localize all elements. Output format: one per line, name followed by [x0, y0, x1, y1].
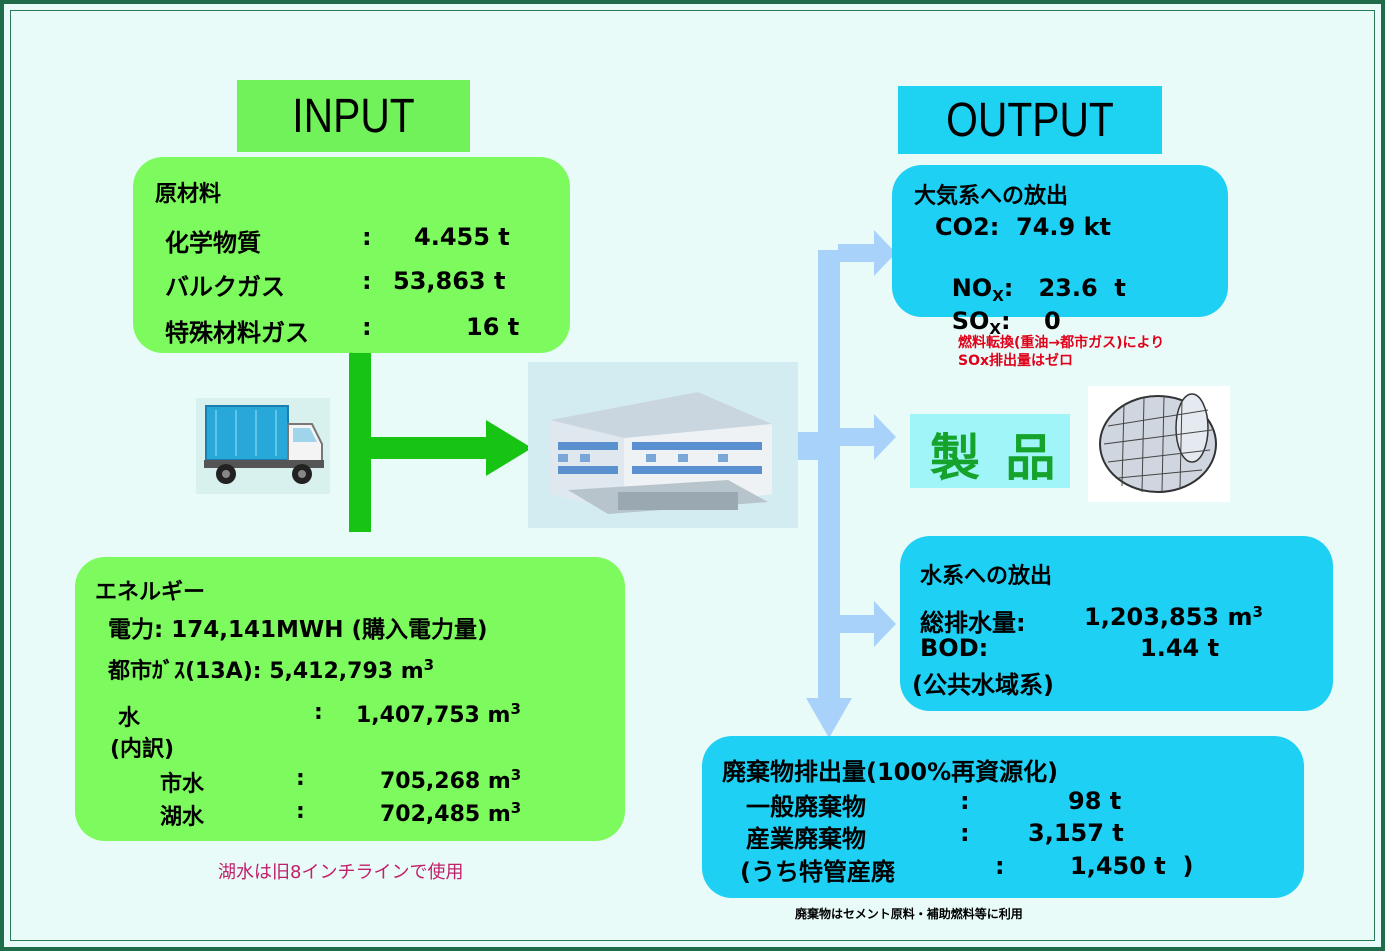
- input-title-box: INPUT: [237, 80, 470, 152]
- energy-electricity: 電力: 174,141MWH (購入電力量): [108, 617, 488, 643]
- air-note-line2: SOx排出量はゼロ: [958, 353, 1074, 369]
- waste-industrial-label: 産業廃棄物: [746, 825, 866, 853]
- raw-row-bulkgas-sep: :: [362, 267, 372, 295]
- wafer-cylinder-icon: [1088, 386, 1230, 502]
- air-sox-label: SO: [951, 307, 990, 335]
- blue-branch-water: [838, 615, 878, 633]
- output-title-box: OUTPUT: [898, 86, 1162, 154]
- blue-arrow-air: [874, 230, 896, 276]
- green-vertical-bar: [349, 350, 371, 532]
- output-title: OUTPUT: [946, 93, 1114, 147]
- water-bod-label: BOD:: [920, 634, 989, 662]
- water-drain-value: 1,203,853 m3: [1084, 603, 1263, 631]
- energy-lakewater-label: 湖水: [160, 805, 205, 830]
- blue-arrow-product: [874, 414, 896, 460]
- waste-special-label: (うち特管産廃: [740, 858, 895, 886]
- air-nox-value: : 23.6 t: [1003, 274, 1126, 302]
- blue-branch-product: [838, 428, 878, 446]
- raw-row-specialgas-value: 16 t: [466, 313, 520, 341]
- water-heading: 水系への放出: [920, 564, 1053, 589]
- waste-general-label: 一般廃棄物: [746, 793, 866, 821]
- energy-water-sep: :: [314, 700, 323, 725]
- blue-vertical-trunk: [818, 250, 840, 700]
- air-sox-sub: X: [989, 320, 1001, 338]
- energy-lakewater-value: 702,485 m3: [380, 799, 521, 827]
- energy-lakewater-unit-sup: 3: [510, 799, 522, 817]
- lake-water-note: 湖水は旧8インチラインで使用: [218, 862, 464, 883]
- water-emission-box: [900, 536, 1333, 711]
- raw-row-chemicals-sep: :: [362, 223, 372, 251]
- product-box: [910, 414, 1070, 488]
- water-drain-label: 総排水量:: [920, 609, 1026, 637]
- water-public: (公共水域系): [912, 671, 1054, 699]
- air-heading: 大気系への放出: [914, 184, 1069, 209]
- raw-materials-box: [133, 157, 570, 353]
- energy-gas-label: 都市ｶﾞｽ(13A): 5,412,793 m: [108, 659, 424, 684]
- raw-materials-heading: 原材料: [155, 182, 222, 207]
- green-arrow-head: [486, 420, 532, 476]
- waste-note: 廃棄物はセメント原料・補助燃料等に利用: [795, 907, 1023, 921]
- raw-row-specialgas-label: 特殊材料ガス: [165, 319, 309, 347]
- air-sox: SOX: 0: [935, 279, 1061, 338]
- energy-citywater-value-text: 705,268 m: [380, 769, 511, 794]
- waste-industrial-value: 3,157 t: [1028, 819, 1124, 847]
- energy-gas-unit-sup: 3: [423, 656, 435, 674]
- product-label: 製 品: [930, 429, 1060, 487]
- air-note-line1: 燃料転換(重油→都市ガス)により: [958, 335, 1165, 351]
- energy-heading: エネルギー: [95, 580, 206, 605]
- waste-general-sep: :: [960, 787, 970, 815]
- air-nox-sub: X: [992, 287, 1004, 305]
- raw-row-specialgas-sep: :: [362, 313, 372, 341]
- energy-citywater-sep: :: [296, 766, 305, 791]
- energy-citywater-unit-sup: 3: [510, 766, 522, 784]
- air-emission-box: [892, 165, 1228, 317]
- raw-row-chemicals-value: 4.455 t: [414, 223, 510, 251]
- truck-icon: [196, 398, 330, 494]
- waste-box: [702, 736, 1304, 898]
- blue-arrow-water: [874, 601, 896, 647]
- air-co2: CO2: 74.9 kt: [935, 213, 1112, 241]
- waste-special-sep: :: [995, 852, 1005, 880]
- raw-row-chemicals-label: 化学物質: [165, 229, 261, 257]
- energy-water-value-text: 1,407,753 m: [356, 703, 511, 728]
- air-sox-value: : 0: [1000, 307, 1061, 335]
- green-horizontal-bar: [371, 437, 489, 459]
- energy-water-value: 1,407,753 m3: [356, 700, 521, 728]
- waste-heading: 廃棄物排出量(100%再資源化): [722, 758, 1059, 786]
- energy-box: [75, 557, 625, 841]
- waste-special-value: 1,450 t ): [1070, 852, 1194, 880]
- water-bod-value: 1.44 t: [1140, 634, 1220, 662]
- water-drain-unit-sup: 3: [1252, 603, 1263, 621]
- energy-water-unit-sup: 3: [510, 700, 521, 718]
- air-nox: NOX: 23.6 t: [935, 246, 1126, 305]
- energy-gas: 都市ｶﾞｽ(13A): 5,412,793 m3: [108, 653, 434, 685]
- waste-general-value: 98 t: [1068, 787, 1122, 815]
- energy-breakdown: (内訳): [110, 737, 175, 762]
- waste-industrial-sep: :: [960, 819, 970, 847]
- input-title: INPUT: [292, 89, 415, 143]
- blue-branch-air: [838, 244, 878, 262]
- raw-row-bulkgas-label: バルクガス: [165, 273, 285, 301]
- factory-building-icon: [528, 362, 798, 528]
- blue-down-arrow-head: [806, 698, 852, 738]
- energy-citywater-label: 市水: [160, 772, 205, 797]
- energy-citywater-value: 705,268 m3: [380, 766, 521, 794]
- energy-lakewater-sep: :: [296, 799, 305, 824]
- energy-water-label: 水: [118, 706, 141, 731]
- water-drain-value-text: 1,203,853 m: [1084, 603, 1253, 631]
- air-nox-label: NO: [951, 274, 993, 302]
- raw-row-bulkgas-value: 53,863 t: [393, 267, 506, 295]
- energy-lakewater-value-text: 702,485 m: [380, 802, 511, 827]
